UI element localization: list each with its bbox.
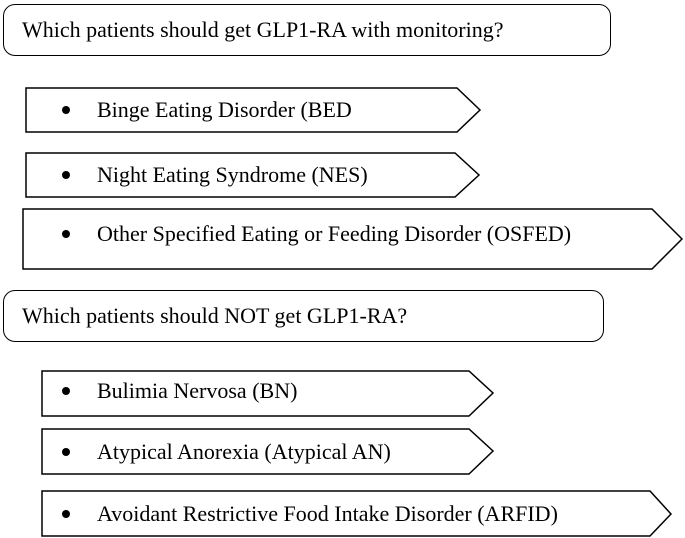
question-box-not: Which patients should NOT get GLP1-RA? [3,290,604,342]
arrow-shape [22,208,684,270]
bullet-dot [62,510,70,518]
bullet-dot [62,387,70,395]
item-text-osfed: Other Specified Eating or Feeding Disord… [97,221,571,246]
bullet-dot [62,230,70,238]
arrow-item-osfed: Other Specified Eating or Feeding Disord… [22,208,684,270]
arrow-shape [25,152,481,198]
question-text-not: Which patients should NOT get GLP1-RA? [22,303,408,328]
item-text-bed: Binge Eating Disorder (BED [97,97,352,122]
item-text-bn: Bulimia Nervosa (BN) [97,378,297,403]
item-text-arfid: Avoidant Restrictive Food Intake Disorde… [97,501,558,526]
item-text-nes: Night Eating Syndrome (NES) [97,162,368,187]
bullet-dot [62,171,70,179]
arrow-shape [41,370,495,417]
question-box-monitoring: Which patients should get GLP1-RA with m… [3,4,611,56]
arrow-item-bed: Binge Eating Disorder (BED [25,87,482,133]
arrow-item-atypical-an: Atypical Anorexia (Atypical AN) [41,428,495,475]
item-text-atypical-an: Atypical Anorexia (Atypical AN) [97,439,391,464]
arrow-item-arfid: Avoidant Restrictive Food Intake Disorde… [41,490,673,537]
arrow-shape [25,87,482,133]
arrow-item-nes: Night Eating Syndrome (NES) [25,152,481,198]
bullet-dot [62,448,70,456]
bullet-dot [62,106,70,114]
question-text-monitoring: Which patients should get GLP1-RA with m… [22,17,504,42]
arrow-item-bn: Bulimia Nervosa (BN) [41,370,495,417]
arrow-shape [41,428,495,475]
arrow-shape [41,490,673,537]
